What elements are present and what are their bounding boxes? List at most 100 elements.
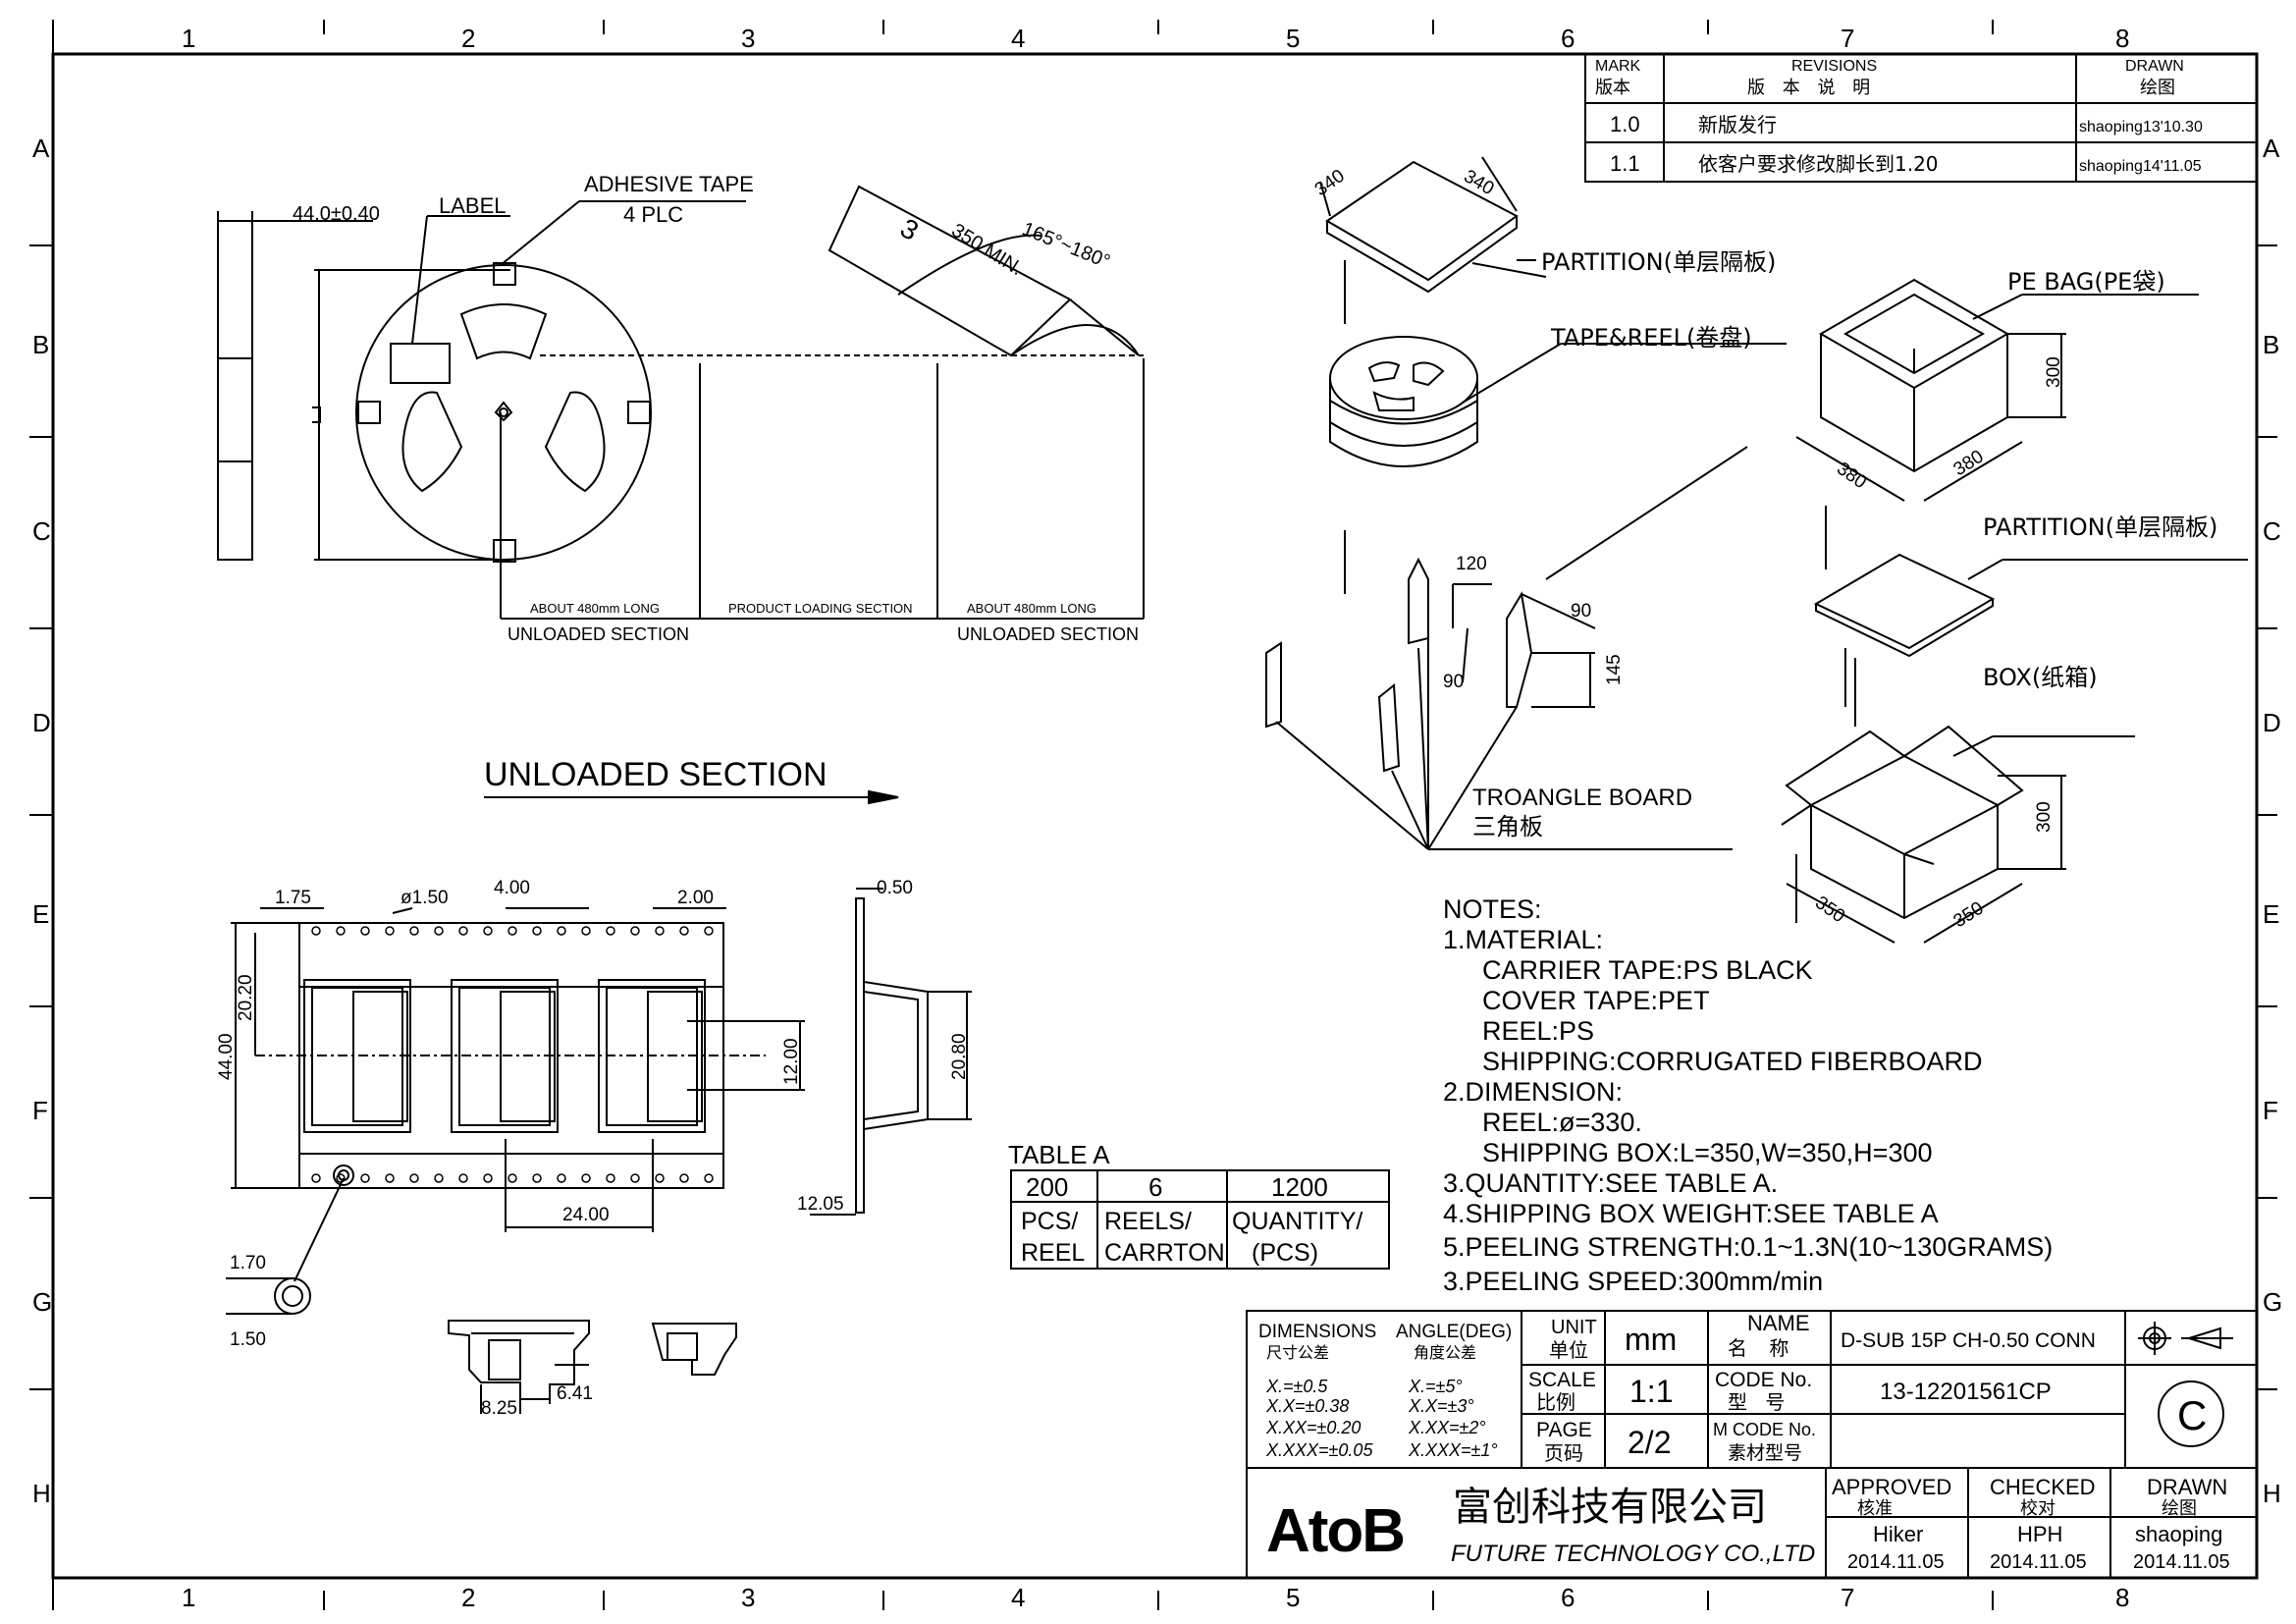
rev-row-desc: 新版发行: [1698, 113, 1777, 136]
reel-width-dim: 44.0±0.40: [293, 203, 380, 225]
name-cn: 名 称: [1728, 1336, 1796, 1360]
drawn-label: DRAWN: [2147, 1475, 2227, 1499]
page-cn: 页码: [1544, 1441, 1583, 1465]
rev-row-mark: 1.1: [1610, 151, 1640, 176]
projection-symbol: [2138, 1322, 2233, 1355]
table-a-value: 200: [1026, 1172, 1068, 1202]
approved-date: 2014.11.05: [1847, 1551, 1945, 1573]
note-line: CARRIER TAPE:PS BLACK: [1482, 955, 1813, 985]
unloaded-title: UNLOADED SECTION: [484, 756, 828, 793]
page-label: PAGE: [1536, 1419, 1592, 1441]
rev-row-drawn: shaoping14'11.05: [2079, 158, 2202, 175]
leader-angle: 165°~180°: [1019, 218, 1113, 273]
dim-1-50: 1.50: [230, 1329, 266, 1350]
table-a-unit: REEL: [1021, 1239, 1085, 1267]
ang-value: X.X=±3°: [1408, 1396, 1474, 1416]
note-line: 3.QUANTITY:SEE TABLE A.: [1443, 1168, 1778, 1198]
rev-row-drawn: shaoping13'10.30: [2079, 119, 2203, 135]
rev-header-cn: 版 本 说 明: [1747, 78, 1876, 98]
table-a-unit: CARRTON: [1104, 1239, 1225, 1267]
zone-labels: 1 2 3 4 5 6 7 8 1 2 3 4 5 6 7 8 A B C D …: [32, 24, 2282, 1612]
dim-pitch: 4.00: [494, 878, 530, 898]
note-line: 5.PEELING STRENGTH:0.1~1.3N(10~130GRAMS): [1443, 1232, 2053, 1262]
box-350b: 350: [1950, 898, 1988, 933]
rev-drawn-header-cn: 绘图: [2140, 78, 2175, 98]
pe-300: 300: [2044, 356, 2064, 388]
unloaded-right: UNLOADED SECTION: [957, 624, 1139, 644]
zone-col-label: 2: [461, 1583, 475, 1612]
ang-value: X.=±5°: [1408, 1377, 1463, 1396]
adhesive-qty: 4 PLC: [623, 202, 683, 227]
rev-row-desc: 依客户要求修改脚长到1.20: [1698, 152, 1939, 176]
dims-cn: 尺寸公差: [1266, 1343, 1329, 1362]
zone-row-label: A: [2263, 134, 2280, 163]
note-line: COVER TAPE:PET: [1482, 986, 1710, 1015]
dim-12-00: 12.00: [781, 1038, 802, 1085]
zone-row-label: D: [2263, 708, 2281, 737]
angle-title: ANGLE(DEG): [1396, 1322, 1512, 1342]
zone-row-label: H: [32, 1479, 51, 1508]
reel-view: [217, 185, 1145, 620]
dim-8-25: 8.25: [481, 1398, 517, 1419]
box-300: 300: [2034, 801, 2055, 833]
angle-cn: 角度公差: [1414, 1343, 1476, 1362]
unloaded-left: UNLOADED SECTION: [507, 624, 689, 644]
zone-col-label: 6: [1561, 24, 1575, 53]
label-callout: LABEL: [439, 193, 507, 218]
title-block: C DIMENSIONS 尺寸公差 ANGLE(DEG) 角度公差 X.=±0.…: [1246, 1310, 2258, 1579]
zone-row-label: F: [2263, 1096, 2278, 1125]
unloaded-underline: [484, 789, 899, 805]
box-label: BOX(纸箱): [1983, 664, 2098, 691]
zone-col-label: 4: [1011, 1583, 1025, 1612]
zone-col-label: 6: [1561, 1583, 1575, 1612]
note-line: NOTES:: [1443, 894, 1542, 924]
dim-44-00: 44.00: [216, 1033, 237, 1080]
scale-value: 1:1: [1629, 1374, 1673, 1409]
note-line: SHIPPING BOX:L=350,W=350,H=300: [1482, 1138, 1933, 1167]
tri-145: 145: [1604, 654, 1625, 685]
code-label: CODE No.: [1715, 1369, 1812, 1391]
note-line: REEL:PS: [1482, 1016, 1594, 1046]
zone-col-label: 3: [741, 1583, 755, 1612]
zone-col-label: 4: [1011, 24, 1025, 53]
zone-row-label: C: [32, 516, 51, 546]
dim-1-70: 1.70: [230, 1253, 266, 1273]
zone-col-label: 1: [182, 24, 195, 53]
dim-12-05: 12.05: [797, 1194, 844, 1215]
carrier-tape-labels: 1.75 ø1.50 4.00 2.00 20.20 44.00 12.00 2…: [216, 878, 970, 1419]
zone-row-label: B: [32, 330, 49, 359]
tri-120: 120: [1456, 554, 1487, 574]
reel-view-labels: 44.0±0.40 LABEL ADHESIVE TAPE 4 PLC 165°…: [293, 172, 1139, 793]
rev-mark-header: MARK: [1595, 58, 1641, 75]
zone-col-label: 2: [461, 24, 475, 53]
table-a-unit: REELS/: [1104, 1208, 1192, 1235]
zone-row-label: G: [2263, 1287, 2282, 1317]
company-cn: 富创科技有限公司: [1453, 1485, 1767, 1530]
note-line: 3.PEELING SPEED:300mm/min: [1443, 1267, 1823, 1296]
leader-min: 350 MIN.: [947, 220, 1026, 281]
leader-num: 3: [895, 212, 924, 246]
zone-col-label: 5: [1286, 24, 1300, 53]
tape-reel-label: TAPE&REEL(卷盘): [1550, 324, 1752, 352]
partition-mid-label: PARTITION(单层隔板): [1983, 514, 2217, 541]
scale-label: SCALE: [1528, 1369, 1596, 1391]
rev-mark-header-cn: 版本: [1595, 78, 1630, 98]
table-a: TABLE A 200 6 1200 PCS/ REELS/ QUANTITY/…: [1008, 1140, 1390, 1270]
drawn-name: shaoping: [2135, 1522, 2222, 1546]
approved-name: Hiker: [1873, 1522, 1923, 1546]
approved-cn: 核准: [1857, 1498, 1893, 1519]
dims-title: DIMENSIONS: [1258, 1322, 1376, 1342]
rev-header: REVISIONS: [1791, 58, 1877, 75]
company-logo: AtoB: [1266, 1497, 1404, 1565]
code-cn: 型 号: [1728, 1390, 1790, 1414]
zone-col-label: 8: [2115, 24, 2129, 53]
unit-value: mm: [1625, 1322, 1677, 1357]
name-value: D-SUB 15P CH-0.50 CONN: [1841, 1329, 2096, 1352]
tol-value: X.=±0.5: [1265, 1377, 1328, 1396]
product-section: PRODUCT LOADING SECTION: [728, 601, 913, 616]
tol-value: X.X=±0.38: [1265, 1396, 1349, 1416]
note-line: SHIPPING:CORRUGATED FIBERBOARD: [1482, 1047, 1983, 1076]
pe-380a: 380: [1833, 459, 1870, 493]
frame: [29, 20, 2277, 1610]
